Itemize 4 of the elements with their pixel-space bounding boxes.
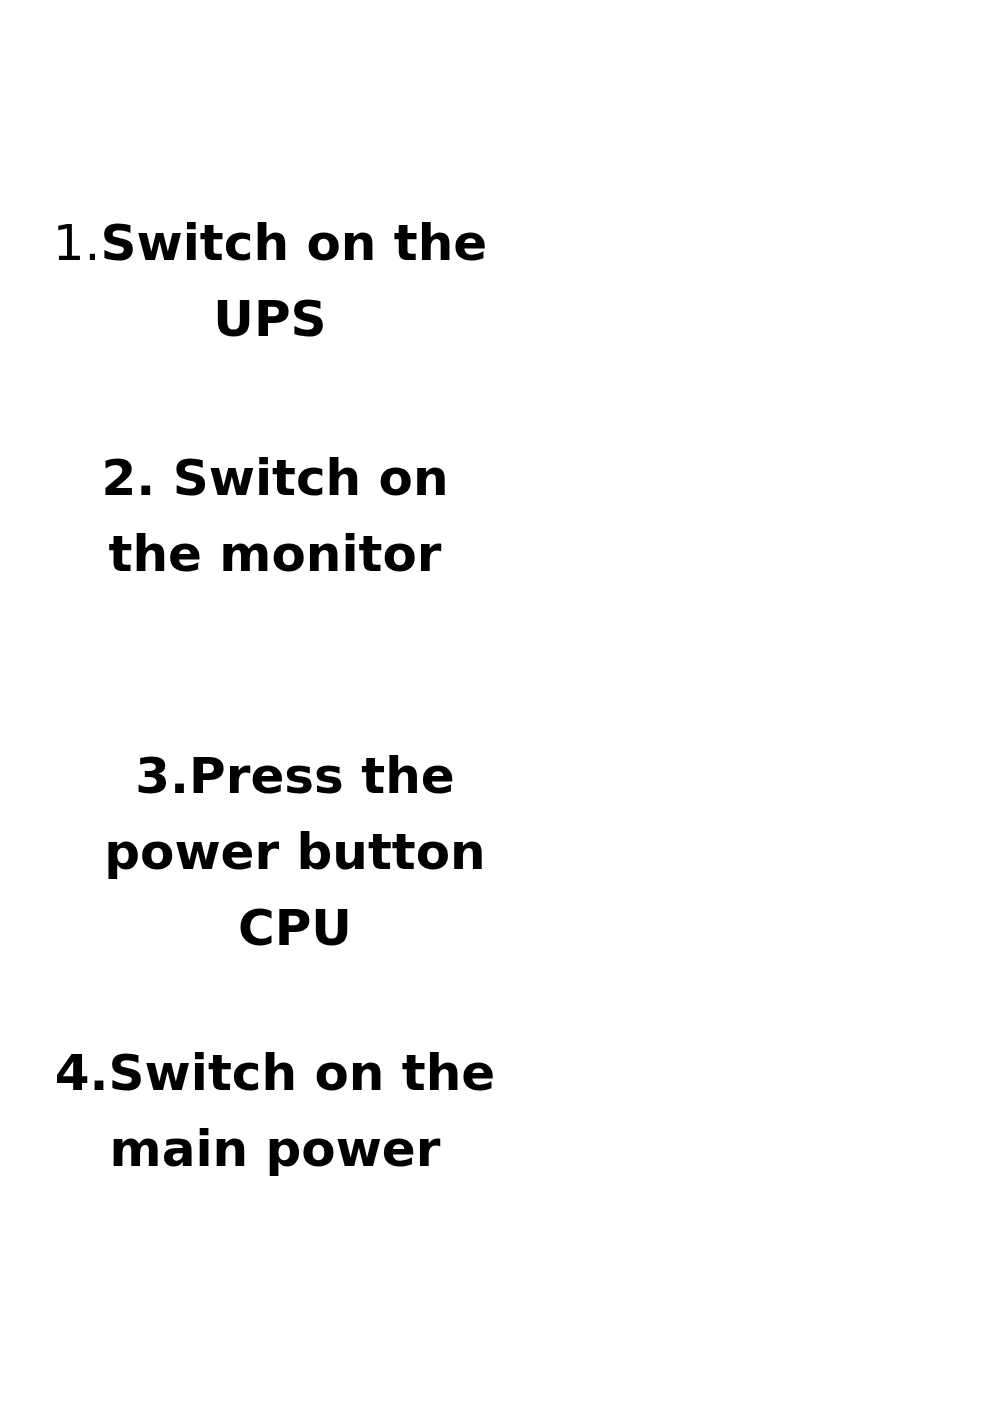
step-text: 4.Switch on the main power — [53, 1043, 497, 1180]
step-text: 2. Switch on the monitor — [100, 448, 450, 585]
step-text: 1.Switch on the UPS — [51, 213, 489, 350]
step-text: 3.Press the power button CPU — [103, 746, 487, 959]
